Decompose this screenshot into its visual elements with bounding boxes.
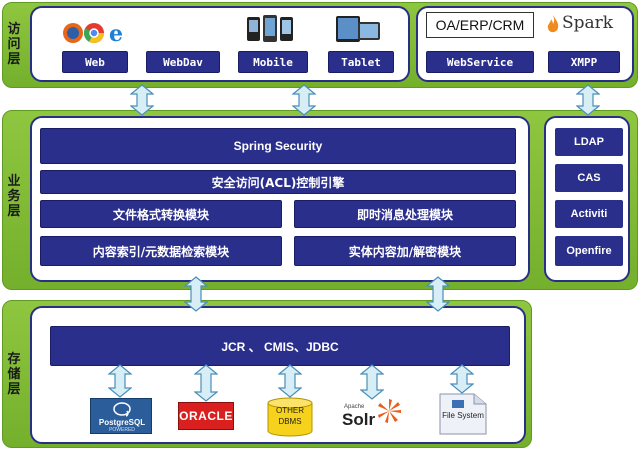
ldap-button[interactable]: LDAP bbox=[555, 128, 623, 156]
content-index-module[interactable]: 内容索引/元数据检索模块 bbox=[40, 236, 282, 266]
arrow-storage-oracle bbox=[194, 364, 218, 402]
jcr-cmis-jdbc-bar[interactable]: JCR 、 CMIS、JDBC bbox=[50, 326, 510, 366]
storage-layer-label: 存储层 bbox=[7, 352, 21, 397]
format-conversion-module[interactable]: 文件格式转换模块 bbox=[40, 200, 282, 228]
arrow-access-business-3 bbox=[576, 84, 600, 116]
openfire-button[interactable]: Openfire bbox=[555, 236, 623, 266]
cas-button[interactable]: CAS bbox=[555, 164, 623, 192]
postgresql-powered-label: POWERED bbox=[109, 427, 135, 433]
solr-apache-label: Apache bbox=[344, 404, 365, 410]
postgresql-logo: PostgreSQL POWERED bbox=[90, 398, 152, 434]
solr-sun-icon bbox=[378, 399, 401, 423]
spark-label: Spark bbox=[562, 13, 614, 33]
other-dbms-label-2: DBMS bbox=[278, 417, 302, 426]
web-button[interactable]: Web bbox=[62, 51, 128, 73]
file-system-label: File System bbox=[442, 411, 484, 420]
instant-message-module[interactable]: 即时消息处理模块 bbox=[294, 200, 516, 228]
browser-icons: e bbox=[63, 21, 123, 46]
tablet-button[interactable]: Tablet bbox=[328, 51, 394, 73]
solr-label: Solr bbox=[342, 410, 376, 429]
xmpp-button[interactable]: XMPP bbox=[548, 51, 620, 73]
spring-security-bar[interactable]: Spring Security bbox=[40, 128, 516, 164]
content-encrypt-module[interactable]: 实体内容加/解密模块 bbox=[294, 236, 516, 266]
arrow-business-storage-2 bbox=[426, 276, 450, 312]
oa-erp-crm-label: OA/ERP/CRM bbox=[435, 17, 525, 33]
arrow-storage-filesystem bbox=[450, 364, 474, 394]
arrow-access-business-1 bbox=[130, 84, 154, 116]
elephant-icon bbox=[113, 402, 131, 417]
file-system-icon bbox=[439, 393, 487, 435]
oracle-logo: ORACLE bbox=[178, 402, 234, 430]
other-dbms-cylinder-icon bbox=[267, 397, 313, 437]
ie-icon: e bbox=[109, 21, 123, 46]
webservice-button[interactable]: WebService bbox=[426, 51, 534, 73]
arrow-storage-solr bbox=[360, 364, 384, 400]
access-layer-label: 访问层 bbox=[7, 22, 21, 67]
arrow-storage-postgresql bbox=[108, 364, 132, 398]
other-dbms-label-1: OTHER bbox=[276, 406, 304, 415]
arrow-business-storage-1 bbox=[184, 276, 208, 312]
spark-flame-icon bbox=[547, 15, 559, 33]
mobile-button[interactable]: Mobile bbox=[238, 51, 308, 73]
tablet-icon bbox=[336, 16, 380, 42]
arrow-storage-other-dbms bbox=[278, 364, 302, 398]
postgresql-label: PostgreSQL bbox=[98, 418, 146, 427]
acl-engine-bar[interactable]: 安全访问(ACL)控制引擎 bbox=[40, 170, 516, 194]
business-layer-label: 业务层 bbox=[7, 174, 21, 219]
mobile-phones-icon bbox=[247, 15, 293, 42]
arrow-access-business-2 bbox=[292, 84, 316, 116]
activiti-button[interactable]: Activiti bbox=[555, 200, 623, 228]
webdav-button[interactable]: WebDav bbox=[146, 51, 220, 73]
oa-erp-crm-box: OA/ERP/CRM bbox=[426, 12, 534, 38]
